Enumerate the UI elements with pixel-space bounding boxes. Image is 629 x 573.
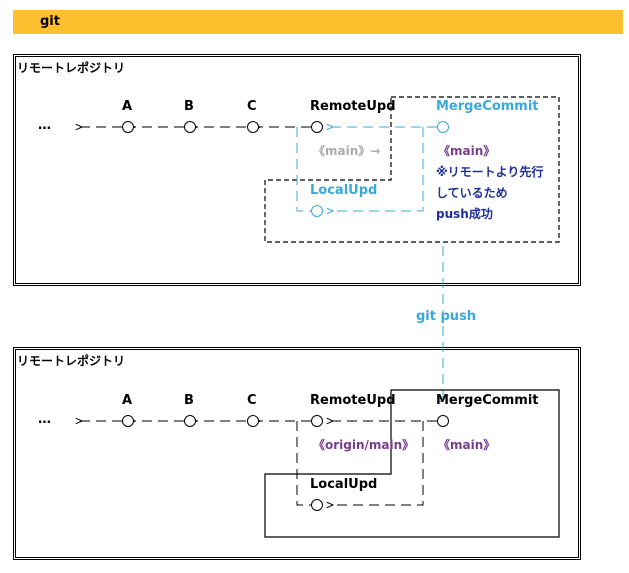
- top-label-a: A: [122, 99, 133, 114]
- top-note-line3: push成功: [436, 207, 493, 221]
- bottom-node-merge-commit: [437, 415, 449, 427]
- top-label-remote-upd: RemoteUpd: [310, 99, 396, 114]
- top-note-line1: ※リモートより先行: [436, 165, 544, 179]
- top-main-ref: 《main》: [438, 144, 496, 158]
- bottom-repo-label: リモートレポジトリ: [17, 354, 126, 368]
- bottom-origin-main-ref: 《origin/main》: [313, 438, 415, 452]
- bottom-node-local-upd: [311, 499, 323, 511]
- push-label: git push: [416, 309, 477, 324]
- top-merge-region: [264, 96, 560, 243]
- bottom-node-b: [184, 415, 196, 427]
- top-label-merge-commit: MergeCommit: [436, 99, 539, 114]
- header-title: git: [40, 14, 60, 29]
- top-edge-merge-local: [333, 127, 424, 211]
- top-note-line2: しているため: [436, 186, 508, 200]
- top-node-local-upd: [311, 205, 323, 217]
- top-repo-box: [13, 54, 581, 286]
- top-node-merge-commit: [437, 121, 449, 133]
- top-node-remote-upd: [311, 121, 323, 133]
- bottom-label-remote-upd: RemoteUpd: [310, 393, 396, 408]
- top-ellipsis: …: [38, 118, 51, 133]
- bottom-edge-local-remote: [296, 421, 311, 506]
- top-label-local-upd: LocalUpd: [310, 183, 378, 198]
- bottom-repo-box: [13, 347, 581, 560]
- bottom-main-ref: 《main》: [438, 438, 496, 452]
- top-node-a: [122, 121, 134, 133]
- header-bar: [13, 10, 623, 34]
- bottom-merge-region: [264, 389, 560, 538]
- top-edge-local-remote: [296, 127, 311, 212]
- bottom-label-a: A: [122, 393, 133, 408]
- top-node-c: [247, 121, 259, 133]
- bottom-edge-merge-local: [333, 421, 424, 505]
- bottom-node-c: [247, 415, 259, 427]
- top-node-b: [184, 121, 196, 133]
- top-main-ref-grey: 《main》→: [313, 144, 381, 158]
- bottom-node-a: [122, 415, 134, 427]
- bottom-label-c: C: [247, 393, 257, 408]
- bottom-node-remote-upd: [311, 415, 323, 427]
- top-label-c: C: [247, 99, 257, 114]
- top-label-b: B: [184, 99, 194, 114]
- bottom-label-b: B: [184, 393, 194, 408]
- bottom-ellipsis: …: [38, 412, 51, 427]
- top-repo-label: リモートレポジトリ: [17, 61, 126, 75]
- bottom-label-merge-commit: MergeCommit: [436, 393, 539, 408]
- bottom-label-local-upd: LocalUpd: [310, 477, 378, 492]
